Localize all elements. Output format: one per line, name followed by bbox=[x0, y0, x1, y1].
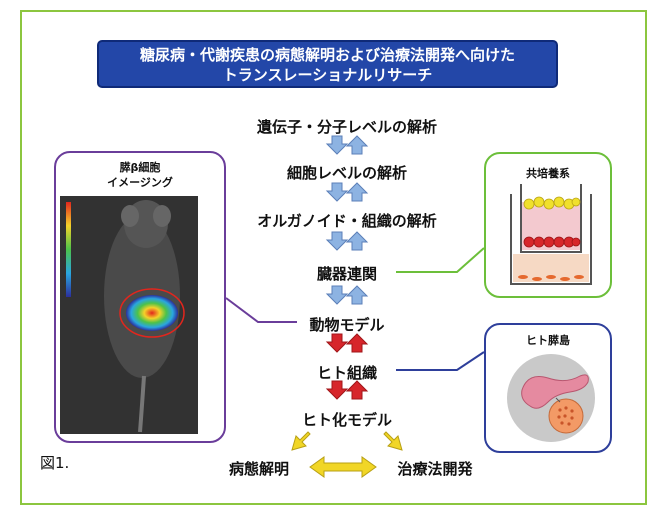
yellow-arrow-left bbox=[291, 431, 311, 451]
red-arrow-pair-1 bbox=[326, 333, 368, 353]
yellow-double-arrow bbox=[309, 456, 377, 478]
beta-cell-label-line1: 膵β細胞 bbox=[119, 161, 161, 174]
step-gene-molecular: 遺伝子・分子レベルの解析 bbox=[256, 118, 437, 136]
step-animal-model: 動物モデル bbox=[309, 316, 385, 334]
step-organ-crosstalk: 臓器連関 bbox=[316, 265, 377, 283]
step-human-tissue: ヒト組織 bbox=[316, 364, 377, 382]
blue-arrow-pair-4 bbox=[326, 285, 368, 305]
title-line-2: トランスレーショナルリサーチ bbox=[222, 66, 433, 84]
title-line-1: 糖尿病・代謝疾患の病態解明および治療法開発へ向けた bbox=[139, 46, 515, 64]
blue-arrow-pair-3 bbox=[326, 231, 368, 251]
figure-label: 図1. bbox=[40, 454, 70, 472]
blue-arrow-pair-2 bbox=[326, 182, 368, 202]
title-banner: 糖尿病・代謝疾患の病態解明および治療法開発へ向けた トランスレーショナルリサーチ bbox=[97, 40, 558, 88]
step-humanized-model: ヒト化モデル bbox=[301, 411, 392, 429]
blue-arrow-pair-1 bbox=[326, 135, 368, 155]
connector-right-top bbox=[396, 247, 485, 273]
yellow-arrow-right bbox=[383, 431, 403, 451]
step-organoid-tissue: オルガノイド・組織の解析 bbox=[257, 212, 437, 230]
outcome-pathogenesis: 病態解明 bbox=[228, 460, 289, 478]
human-islet-label: ヒト膵島 bbox=[526, 334, 570, 347]
step-cell-level: 細胞レベルの解析 bbox=[286, 164, 407, 182]
connector-right-bottom bbox=[396, 351, 485, 371]
red-arrow-pair-2 bbox=[326, 380, 368, 400]
coculture-well-illustration bbox=[510, 184, 592, 285]
beta-cell-label-line2: イメージング bbox=[107, 176, 173, 189]
connector-left bbox=[225, 297, 297, 323]
coculture-label: 共培養系 bbox=[526, 167, 570, 180]
outcome-therapy-development: 治療法開発 bbox=[397, 460, 473, 478]
pancreas-islet-illustration bbox=[507, 354, 595, 442]
beta-cell-imaging-label: 膵β細胞 イメージング bbox=[54, 160, 226, 190]
mouse-imaging-picture bbox=[60, 196, 198, 434]
